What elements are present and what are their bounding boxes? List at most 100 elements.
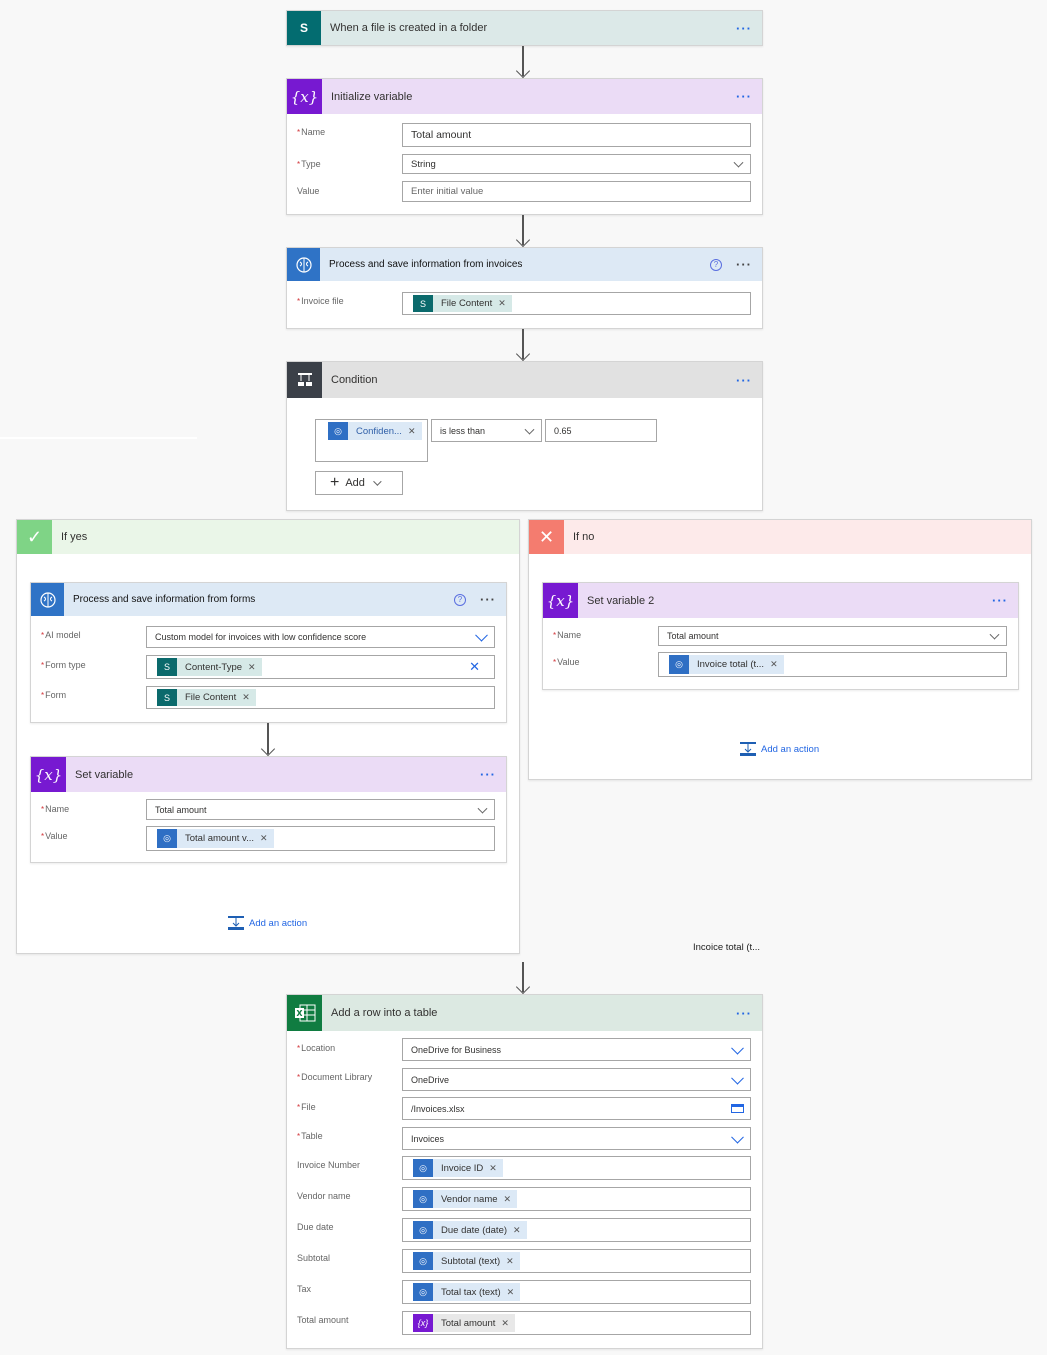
card-title: When a file is created in a folder bbox=[330, 22, 488, 34]
remove-token-icon[interactable]: ✕ bbox=[248, 661, 256, 672]
help-icon[interactable]: ? bbox=[454, 593, 466, 606]
more-options-button[interactable]: ··· bbox=[480, 767, 496, 782]
type-dropdown[interactable]: String bbox=[402, 154, 751, 174]
type-label: Type bbox=[297, 159, 321, 169]
due-date-input[interactable]: ◎Due date (date)✕ bbox=[402, 1218, 751, 1242]
subtotal-input[interactable]: ◎ Subtotal (text) ✕ bbox=[402, 1249, 751, 1273]
table-value: Invoices bbox=[411, 1133, 445, 1144]
connector-arrow bbox=[515, 215, 531, 248]
name-dropdown[interactable]: Total amount bbox=[146, 799, 495, 820]
remove-token-icon[interactable]: ✕ bbox=[498, 298, 506, 308]
remove-token-icon[interactable]: ✕ bbox=[506, 1255, 514, 1266]
more-options-button[interactable]: ··· bbox=[992, 593, 1008, 608]
remove-token-icon[interactable]: ✕ bbox=[513, 1224, 521, 1235]
process-invoices-card[interactable]: Process and save information from invoic… bbox=[286, 247, 763, 329]
add-row-card[interactable]: X Add a row into a table ··· Location On… bbox=[286, 994, 763, 1349]
add-action-icon bbox=[228, 916, 244, 930]
ai-model-dropdown[interactable]: Custom model for invoices with low confi… bbox=[146, 626, 495, 648]
condition-card[interactable]: Condition ··· ◎Confiden...✕ is less than… bbox=[286, 361, 763, 511]
chevron-down-icon bbox=[989, 629, 1000, 640]
vendor-name-input[interactable]: ◎Vendor name✕ bbox=[402, 1187, 751, 1211]
token-total-amount[interactable]: {x}Total amount✕ bbox=[413, 1314, 515, 1332]
more-options-button[interactable]: ··· bbox=[480, 592, 496, 607]
close-icon: ✕ bbox=[529, 520, 564, 554]
form-type-label: Form type bbox=[41, 660, 86, 670]
more-options-button[interactable]: ··· bbox=[736, 20, 752, 36]
remove-token-icon[interactable]: ✕ bbox=[770, 659, 778, 669]
subtotal-label: Subtotal bbox=[297, 1253, 331, 1263]
card-title: Initialize variable bbox=[331, 90, 413, 103]
token-invoice-id[interactable]: ◎Invoice ID✕ bbox=[413, 1159, 503, 1177]
ai-model-value: Custom model for invoices with low confi… bbox=[155, 632, 367, 642]
variable-icon: {x} bbox=[31, 757, 66, 792]
token-confidence[interactable]: ◎Confiden...✕ bbox=[328, 422, 422, 440]
remove-token-icon[interactable]: ✕ bbox=[501, 1317, 509, 1328]
chevron-down-icon bbox=[524, 424, 535, 435]
value-input[interactable]: ◎Invoice total (t...✕ bbox=[658, 652, 1007, 677]
card-title: Set variable bbox=[75, 768, 134, 781]
token-due-date[interactable]: ◎Due date (date)✕ bbox=[413, 1221, 527, 1239]
value-label: Value bbox=[41, 831, 67, 841]
remove-token-icon[interactable]: ✕ bbox=[242, 692, 250, 702]
remove-token-icon[interactable]: ✕ bbox=[489, 1162, 497, 1173]
token-invoice-total[interactable]: ◎Invoice total (t...✕ bbox=[669, 655, 784, 674]
token-vendor-name[interactable]: ◎Vendor name✕ bbox=[413, 1190, 518, 1208]
name-label: Name bbox=[297, 127, 325, 137]
name-input[interactable]: Total amount bbox=[402, 123, 751, 147]
ai-builder-icon: ◎ bbox=[669, 655, 689, 674]
remove-token-icon[interactable]: ✕ bbox=[407, 425, 416, 436]
more-options-button[interactable]: ··· bbox=[736, 89, 752, 104]
ai-model-label: AI model bbox=[41, 630, 81, 640]
folder-icon[interactable] bbox=[731, 1104, 744, 1113]
add-an-action-button[interactable]: Add an action bbox=[740, 742, 819, 756]
document-library-dropdown[interactable]: OneDrive bbox=[402, 1068, 751, 1091]
ai-builder-icon: ◎ bbox=[157, 829, 177, 848]
token-total-tax[interactable]: ◎Total tax (text)✕ bbox=[413, 1283, 521, 1301]
ai-builder-icon bbox=[31, 583, 64, 616]
value-input[interactable]: Enter initial value bbox=[402, 181, 751, 202]
condition-left-operand[interactable]: ◎Confiden...✕ bbox=[315, 419, 428, 462]
more-options-button[interactable]: ··· bbox=[736, 372, 752, 388]
tax-label: Tax bbox=[297, 1284, 312, 1294]
table-dropdown[interactable]: Invoices bbox=[402, 1127, 751, 1150]
remove-token-icon[interactable]: ✕ bbox=[260, 833, 268, 843]
clear-icon[interactable]: ✕ bbox=[469, 659, 480, 674]
if-yes-branch: ✓ If yes Process and save information fr… bbox=[16, 519, 520, 954]
invoice-number-input[interactable]: ◎Invoice ID✕ bbox=[402, 1156, 751, 1180]
more-options-button[interactable]: ··· bbox=[736, 257, 752, 272]
help-icon[interactable]: ? bbox=[710, 258, 722, 271]
remove-token-icon[interactable]: ✕ bbox=[506, 1286, 515, 1297]
add-button[interactable]: +Add bbox=[315, 471, 403, 495]
set-variable-2-card[interactable]: {x} Set variable 2 ··· Name Total amount… bbox=[542, 582, 1019, 690]
type-value: String bbox=[411, 158, 436, 170]
value-input[interactable]: ◎Total amount v...✕ bbox=[146, 826, 495, 851]
process-forms-card[interactable]: Process and save information from forms … bbox=[30, 582, 507, 723]
card-title: Set variable 2 bbox=[587, 594, 655, 607]
token-label: Subtotal (text) bbox=[441, 1255, 501, 1267]
condition-value-input[interactable]: 0.65 bbox=[545, 419, 657, 442]
token-total-amount[interactable]: ◎Total amount v...✕ bbox=[157, 829, 274, 848]
token-label: Due date (date) bbox=[441, 1224, 508, 1236]
location-dropdown[interactable]: OneDrive for Business bbox=[402, 1038, 751, 1061]
token-label: Total tax (text) bbox=[441, 1286, 501, 1298]
add-an-action-button[interactable]: Add an action bbox=[228, 916, 307, 930]
svg-text:X: X bbox=[296, 1009, 303, 1018]
name-dropdown[interactable]: Total amount bbox=[658, 626, 1007, 646]
more-options-button[interactable]: ··· bbox=[736, 1005, 752, 1021]
ai-builder-icon: ◎ bbox=[413, 1252, 433, 1270]
remove-token-icon[interactable]: ✕ bbox=[503, 1193, 512, 1204]
file-input[interactable]: /Invoices.xlsx bbox=[402, 1097, 751, 1120]
set-variable-card[interactable]: {x} Set variable ··· Name Total amount V… bbox=[30, 756, 507, 863]
total-amount-input[interactable]: {x}Total amount✕ bbox=[402, 1311, 751, 1335]
operator-dropdown[interactable]: is less than bbox=[431, 419, 542, 442]
tax-input[interactable]: ◎Total tax (text)✕ bbox=[402, 1280, 751, 1304]
token-subtotal[interactable]: ◎ Subtotal (text) ✕ bbox=[413, 1252, 520, 1270]
initialize-variable-card[interactable]: {x} Initialize variable ··· Name Total a… bbox=[286, 78, 763, 215]
trigger-card[interactable]: S When a file is created in a folder ··· bbox=[286, 10, 763, 46]
